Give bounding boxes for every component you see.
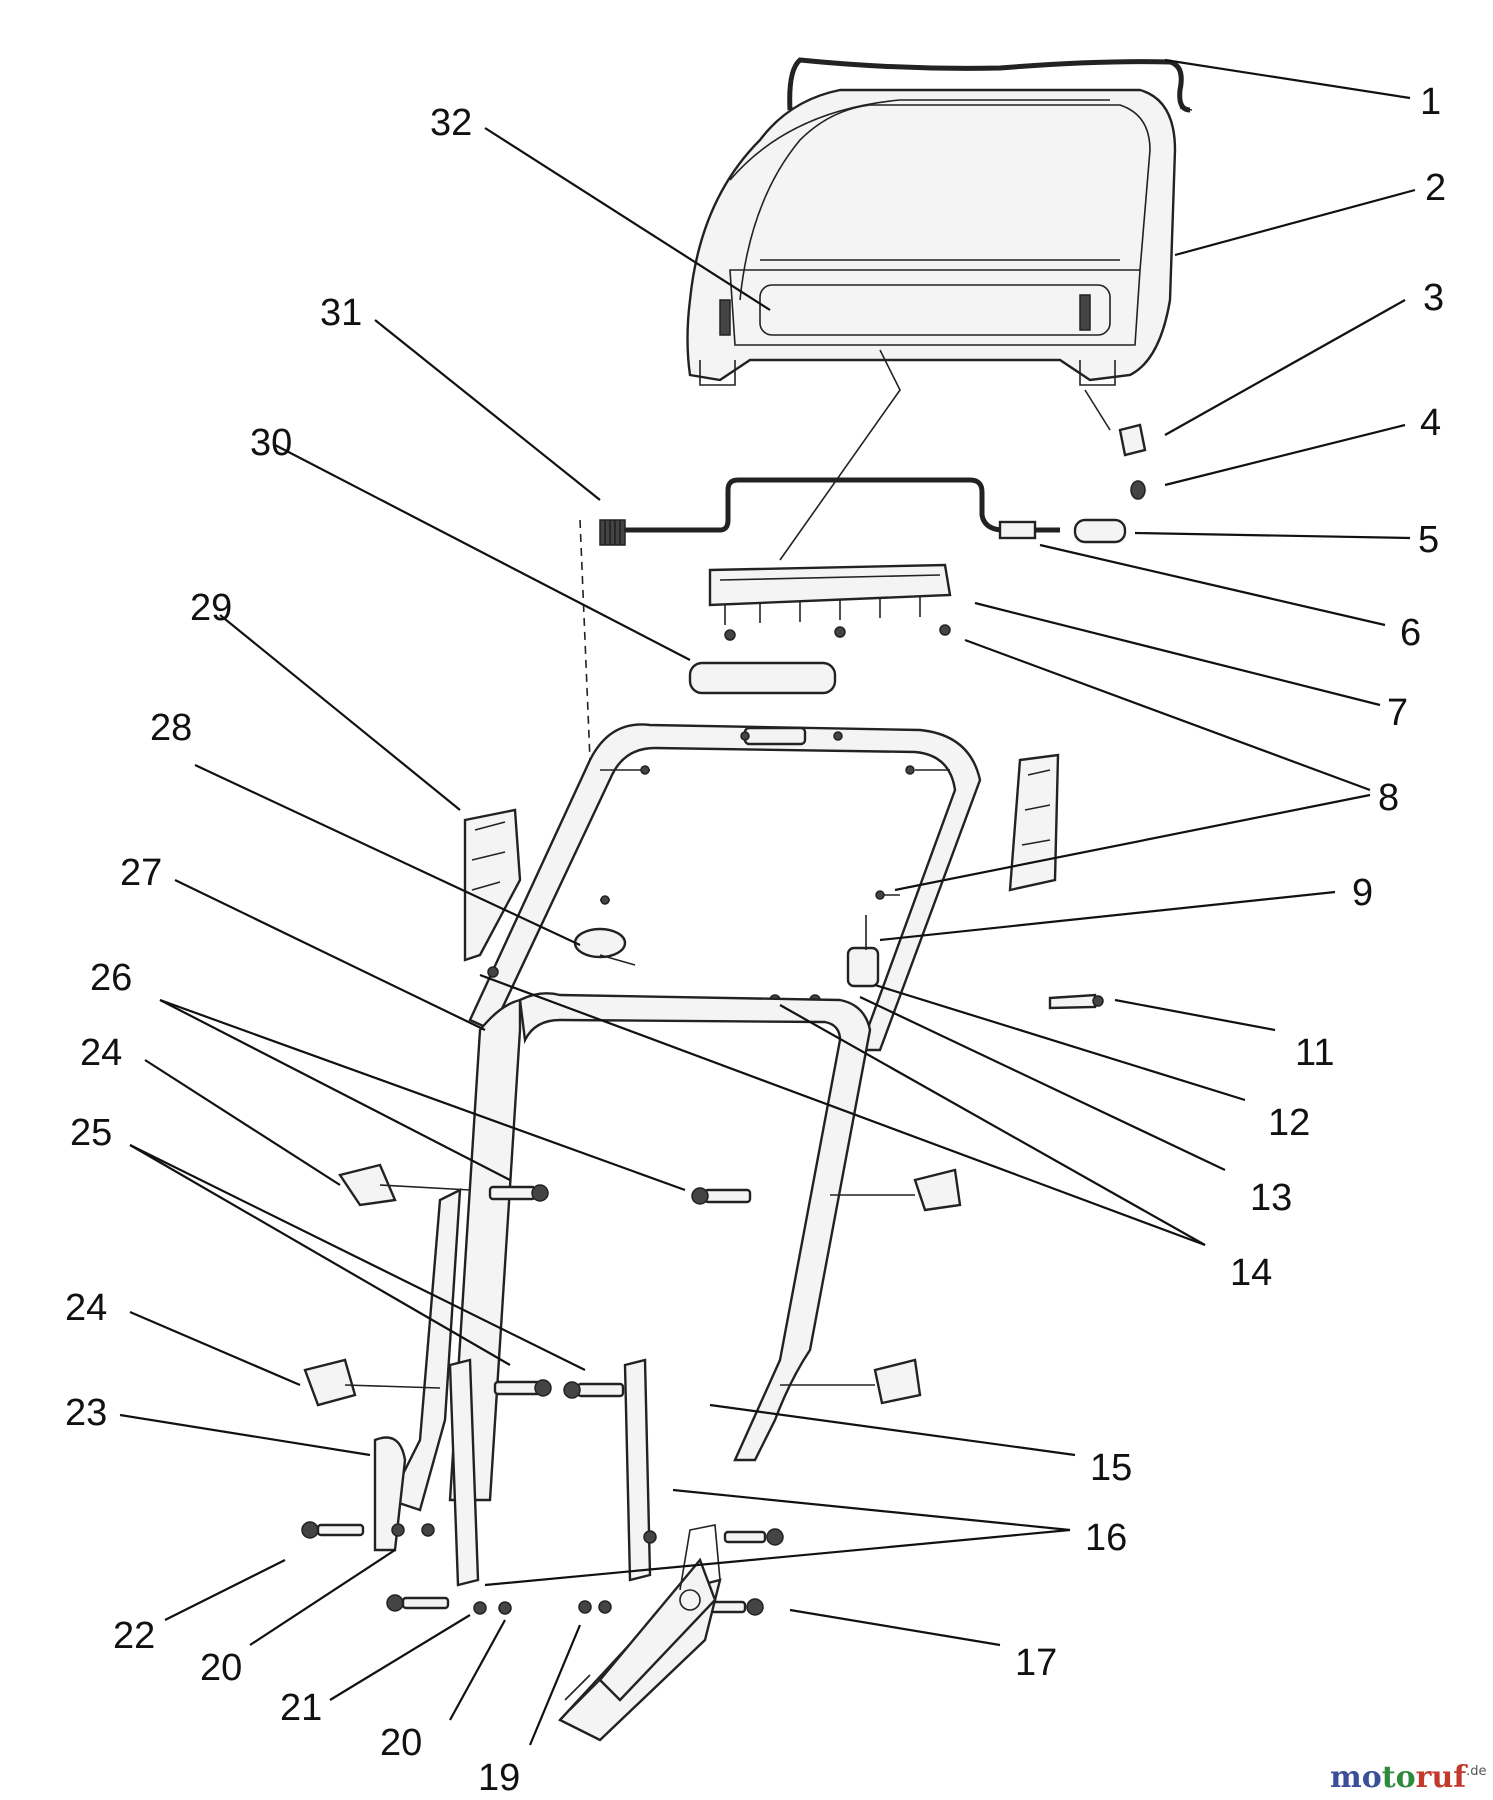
callout-24-upper: 24 [80, 1032, 122, 1074]
callout-26: 26 [90, 957, 132, 999]
callout-3: 3 [1423, 277, 1444, 319]
callout-20-left: 20 [200, 1647, 242, 1689]
svg-text:motoruf.de: motoruf.de [1330, 1760, 1487, 1795]
callout-labels: 1 2 3 4 5 6 7 8 9 11 12 13 14 15 16 17 1… [65, 81, 1446, 1799]
callout-7: 7 [1387, 692, 1408, 734]
small-bracket-and-bolt [1118, 423, 1147, 500]
foam-grip [688, 661, 837, 695]
callout-31: 31 [320, 292, 362, 334]
leader-lines [119, 58, 1416, 1746]
callout-4: 4 [1420, 402, 1441, 444]
cable-guide-bracket [708, 563, 952, 641]
lower-hardware [301, 1521, 784, 1616]
callout-5: 5 [1418, 519, 1439, 561]
callout-11: 11 [1295, 1032, 1334, 1074]
callout-28: 28 [150, 707, 192, 749]
callout-14: 14 [1230, 1252, 1272, 1294]
callout-20-lower: 20 [380, 1722, 422, 1764]
bolts-mid [488, 1184, 752, 1399]
dashed-guide-lines [579, 349, 1111, 761]
callout-30: 30 [250, 422, 292, 464]
screws-upper [600, 765, 950, 905]
callout-6: 6 [1400, 612, 1421, 654]
watermark-logo: motoruf.de [1330, 1760, 1487, 1795]
watermark-part2: to [1382, 1760, 1416, 1795]
callout-8: 8 [1378, 777, 1399, 819]
callout-12: 12 [1268, 1102, 1310, 1144]
knobs [303, 1163, 962, 1407]
upper-handle-tube [468, 723, 982, 1052]
callout-24-lower: 24 [65, 1287, 107, 1329]
watermark-suffix: .de [1466, 1764, 1486, 1779]
callout-1: 1 [1420, 81, 1441, 123]
upper-handle-shroud [686, 88, 1177, 386]
callout-22: 22 [113, 1615, 155, 1657]
callout-19: 19 [478, 1757, 520, 1799]
callout-27: 27 [120, 852, 162, 894]
side-cable-clips [463, 753, 1060, 962]
callout-21: 21 [280, 1687, 322, 1729]
callout-2: 2 [1425, 167, 1446, 209]
watermark-part3: ruf [1416, 1760, 1469, 1795]
callout-32: 32 [430, 102, 472, 144]
cable-bracket-right [769, 915, 1104, 1010]
control-bar [599, 477, 1127, 546]
callout-13: 13 [1250, 1177, 1292, 1219]
callout-15: 15 [1090, 1447, 1132, 1489]
callout-29: 29 [190, 587, 232, 629]
deck-bracket [558, 1524, 722, 1742]
callout-25: 25 [70, 1112, 112, 1154]
callout-16: 16 [1085, 1517, 1127, 1559]
callout-23: 23 [65, 1392, 107, 1434]
callout-17: 17 [1015, 1642, 1057, 1684]
link-arms [373, 1358, 652, 1587]
callout-9: 9 [1352, 872, 1373, 914]
watermark-part1: mo [1330, 1760, 1382, 1795]
